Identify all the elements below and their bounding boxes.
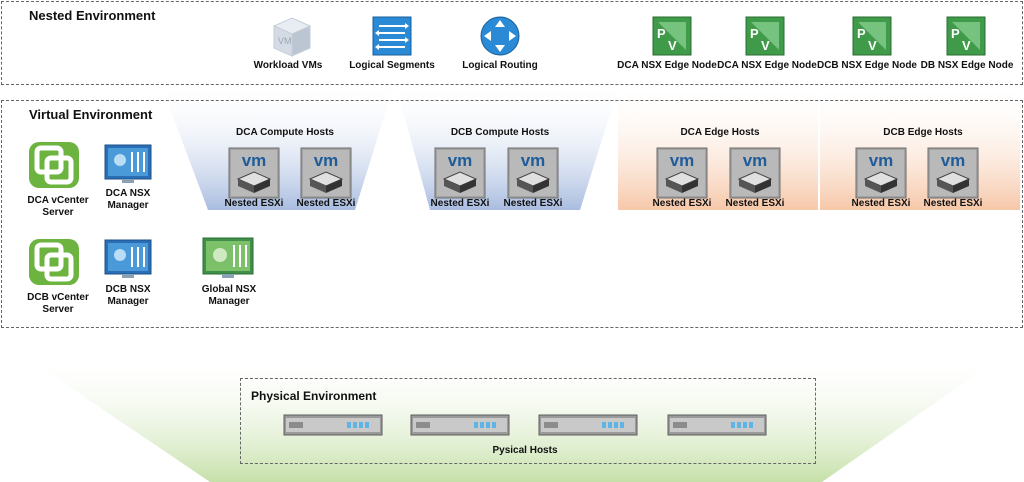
svg-text:vm: vm: [448, 151, 473, 170]
esxi-host-label: Nested ESXi: [652, 198, 712, 209]
svg-text:P: P: [750, 26, 759, 41]
svg-text:vm: vm: [314, 151, 339, 170]
nsx-manager-icon: [104, 239, 152, 278]
esxi-host-label: Nested ESXi: [923, 198, 983, 209]
physical-environment-box: [240, 378, 816, 464]
physical-server-icon: [667, 414, 767, 436]
nested-environment-box: [1, 1, 1023, 85]
esxi-host-icon: vm: [300, 147, 352, 199]
physical-environment-title: Physical Environment: [251, 389, 377, 403]
esxi-host-icon: vm: [729, 147, 781, 199]
vcenter-icon: [29, 142, 79, 188]
esxi-host-label: Nested ESXi: [851, 198, 911, 209]
esxi-host-label: Nested ESXi: [296, 198, 356, 209]
host-group-title: DCA Edge Hosts: [680, 127, 760, 138]
edge-node-icon: P V: [745, 16, 785, 56]
esxi-host-label: Nested ESXi: [725, 198, 785, 209]
esxi-host-icon: vm: [855, 147, 907, 199]
virtual-environment-box: [1, 100, 1023, 328]
svg-text:VM: VM: [278, 36, 292, 46]
svg-text:V: V: [761, 38, 770, 53]
nested-item-label: DCA NSX Edge Node: [717, 60, 817, 71]
global-nsx-manager-icon: [202, 237, 254, 278]
manager-label: DCB vCenter Server: [27, 292, 89, 315]
svg-text:vm: vm: [941, 151, 966, 170]
edge-node-icon: P V: [852, 16, 892, 56]
nested-environment-title: Nested Environment: [29, 8, 156, 23]
physical-server-icon: [538, 414, 638, 436]
svg-text:vm: vm: [521, 151, 546, 170]
esxi-host-label: Nested ESXi: [503, 198, 563, 209]
virtual-environment-title: Virtual Environment: [29, 107, 153, 122]
esxi-host-label: Nested ESXi: [430, 198, 490, 209]
esxi-host-icon: vm: [228, 147, 280, 199]
esxi-host-icon: vm: [507, 147, 559, 199]
esxi-host-icon: vm: [656, 147, 708, 199]
vcenter-icon: [29, 239, 79, 285]
manager-label: Global NSX Manager: [201, 284, 257, 307]
svg-text:vm: vm: [670, 151, 695, 170]
physical-server-icon: [283, 414, 383, 436]
svg-text:vm: vm: [743, 151, 768, 170]
edge-node-icon: P V: [946, 16, 986, 56]
vm-cube-icon: VM: [272, 17, 312, 57]
host-group-title: DCA Compute Hosts: [236, 127, 334, 138]
dcb-edge-band: [820, 82, 1020, 210]
nested-item-label: Logical Routing: [462, 60, 538, 71]
svg-text:P: P: [657, 26, 666, 41]
logical-segments-icon: [372, 16, 412, 56]
svg-text:P: P: [857, 26, 866, 41]
nested-item-label: Workload VMs: [253, 60, 323, 71]
svg-text:V: V: [962, 38, 971, 53]
host-group-title: DCB Edge Hosts: [883, 127, 963, 138]
nested-item-label: DB NSX Edge Node: [920, 60, 1014, 71]
edge-node-icon: P V: [652, 16, 692, 56]
dca-edge-band: [618, 82, 818, 210]
physical-hosts-label: Pysical Hosts: [492, 445, 558, 456]
nested-item-label: DCA NSX Edge Node: [617, 60, 717, 71]
manager-label: DCB NSX Manager: [105, 284, 151, 307]
manager-label: DCA NSX Manager: [105, 188, 151, 211]
physical-funnel: [18, 352, 1008, 482]
svg-text:V: V: [868, 38, 877, 53]
svg-text:vm: vm: [869, 151, 894, 170]
nsx-manager-icon: [104, 144, 152, 183]
esxi-host-icon: vm: [434, 147, 486, 199]
physical-server-icon: [410, 414, 510, 436]
svg-text:vm: vm: [242, 151, 267, 170]
host-group-title: DCB Compute Hosts: [450, 127, 550, 138]
esxi-host-label: Nested ESXi: [224, 198, 284, 209]
manager-label: DCA vCenter Server: [27, 195, 89, 218]
nested-item-label: Logical Segments: [349, 60, 435, 71]
router-icon: [480, 16, 520, 56]
esxi-host-icon: vm: [927, 147, 979, 199]
svg-text:V: V: [668, 38, 677, 53]
nested-item-label: DCB NSX Edge Node: [816, 60, 917, 71]
svg-text:P: P: [951, 26, 960, 41]
